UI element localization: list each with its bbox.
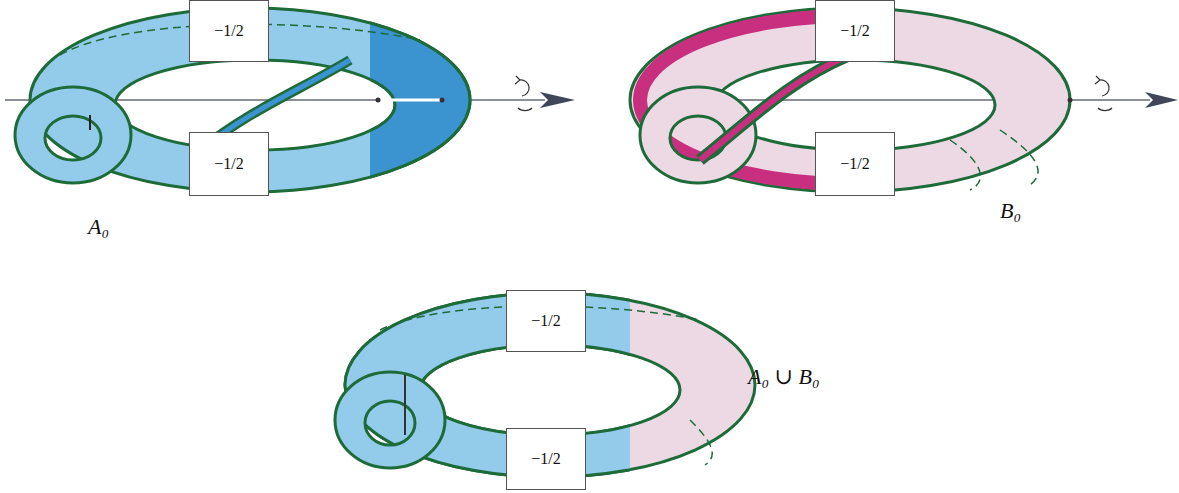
twist-label: −1/2 bbox=[531, 312, 560, 330]
twist-box: −1/2 bbox=[189, 0, 269, 62]
axis-arrowhead bbox=[1145, 92, 1178, 108]
axis-segment bbox=[378, 99, 442, 102]
axis-point bbox=[1068, 98, 1073, 103]
rotation-symbol bbox=[1095, 76, 1112, 111]
twist-box: −1/2 bbox=[189, 132, 269, 196]
twist-box: −1/2 bbox=[815, 132, 895, 196]
twist-box: −1/2 bbox=[506, 428, 586, 490]
surface-name: A₀ bbox=[88, 214, 109, 240]
rotation-axis bbox=[5, 99, 1150, 100]
surface-name: B₀ bbox=[1000, 198, 1021, 224]
twist-box: −1/2 bbox=[506, 290, 586, 352]
twist-label: −1/2 bbox=[214, 22, 243, 40]
surface-b0 bbox=[630, 8, 1070, 192]
twist-label: −1/2 bbox=[531, 450, 560, 468]
axis-point bbox=[376, 98, 381, 103]
surface-a0 bbox=[15, 8, 470, 192]
axis-arrowhead bbox=[540, 92, 575, 108]
twist-label: −1/2 bbox=[840, 22, 869, 40]
surface-name: A₀ ∪ B₀ bbox=[748, 364, 820, 390]
twist-label: −1/2 bbox=[214, 155, 243, 173]
rotation-symbol bbox=[515, 76, 532, 111]
twist-box: −1/2 bbox=[815, 0, 895, 62]
axis-point bbox=[440, 98, 445, 103]
twist-label: −1/2 bbox=[840, 155, 869, 173]
